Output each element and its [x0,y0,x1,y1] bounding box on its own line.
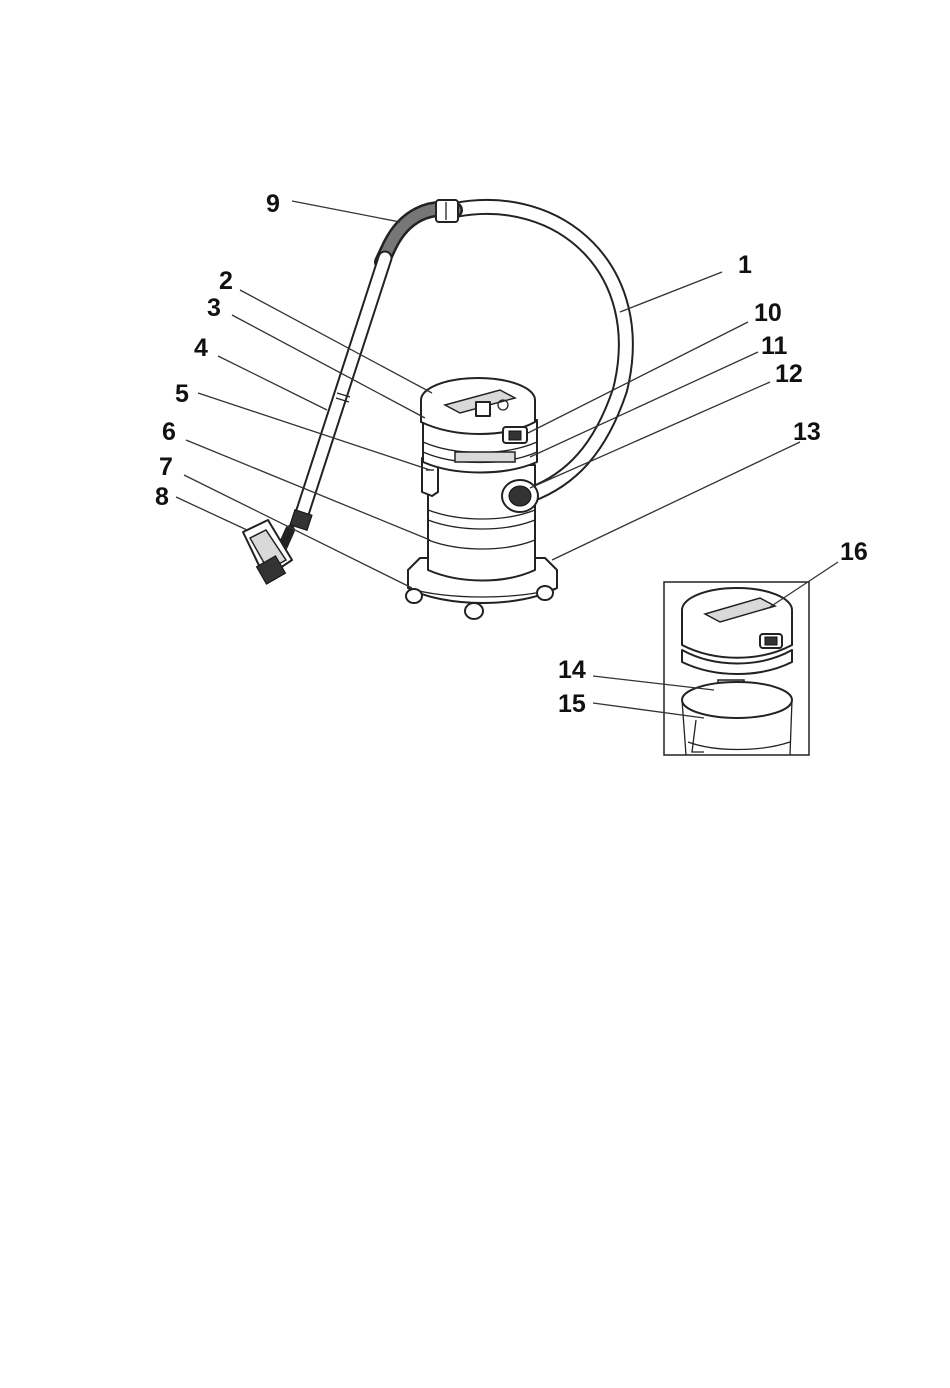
hose-handle [382,200,458,262]
callout-7: 7 [159,453,173,481]
callout-1: 1 [738,251,752,279]
callout-15: 15 [558,690,586,718]
leader-12 [530,382,770,488]
power-switch [503,427,527,443]
callout-6: 6 [162,418,176,446]
callout-2: 2 [219,267,233,295]
callout-10: 10 [754,299,782,327]
leader-11 [530,352,758,457]
callout-9: 9 [266,190,280,218]
callout-16: 16 [840,538,868,566]
callout-13: 13 [793,418,821,446]
leader-10 [528,322,748,433]
leader-7 [184,475,412,588]
inset-detail [664,582,809,755]
leader-8 [176,497,247,530]
top-cover [421,378,535,434]
vacuum-body [406,378,557,619]
callout-4: 4 [194,334,208,362]
callout-5: 5 [175,380,189,408]
callout-12: 12 [775,360,803,388]
floor-nozzle [243,520,292,584]
leader-3 [232,315,425,418]
leader-1 [620,272,722,312]
callout-8: 8 [155,483,169,511]
callout-14: 14 [558,656,586,684]
leader-4 [218,356,327,410]
extension-tubes [290,258,385,530]
callout-11: 11 [761,332,788,360]
leader-2 [240,290,432,393]
hose-inlet [502,480,538,512]
leader-9 [292,201,400,222]
callout-3: 3 [207,294,221,322]
